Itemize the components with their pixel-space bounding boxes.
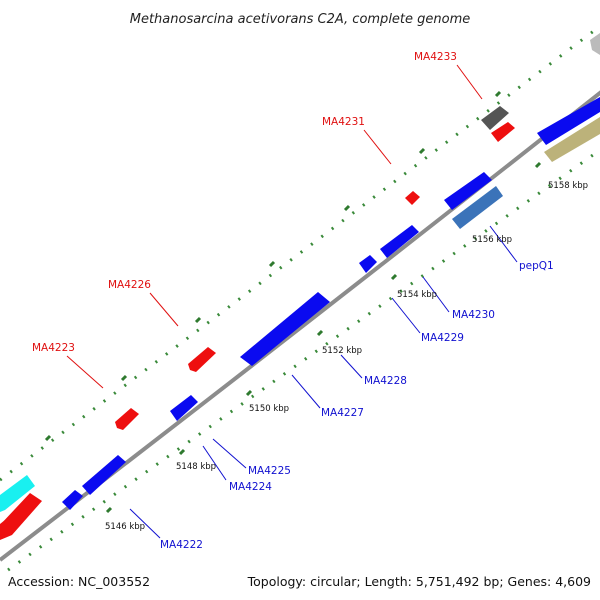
leader-pepq1 [489, 225, 518, 263]
major-tick [494, 90, 502, 98]
leader-ma4231 [363, 129, 392, 165]
gene-label-ma4228: MA4228 [364, 375, 407, 387]
major-tick [390, 273, 398, 281]
leader-ma4223 [66, 355, 104, 389]
tick-label-5158: 5158 kbp [548, 181, 588, 191]
major-tick [120, 374, 128, 382]
leader-ma4230 [422, 276, 450, 313]
gene-feature-ma4222 [62, 490, 83, 510]
leader-ma4225 [212, 438, 247, 469]
genome-summary-text: Topology: circular; Length: 5,751,492 bp… [247, 574, 591, 589]
gene-label-ma4227: MA4227 [321, 407, 364, 419]
gene-label-ma4222: MA4222 [160, 539, 203, 551]
gene-feature-ma4226 [188, 347, 216, 372]
leader-ma4226 [149, 292, 179, 327]
gene-label-pepq1: pepQ1 [519, 260, 554, 272]
major-tick [44, 434, 52, 442]
gene-feature-left-red [0, 493, 42, 540]
gene-feature-top-grey [590, 33, 600, 55]
outer-tick-row [0, 28, 596, 482]
gene-feature-ma4225 [170, 395, 198, 421]
leader-ma4227 [291, 374, 321, 409]
tick-labels: 5146 kbp 5148 kbp 5150 kbp 5152 kbp 5154… [105, 181, 588, 532]
gene-label-ma4225: MA4225 [248, 465, 291, 477]
tick-label-5148: 5148 kbp [176, 462, 216, 472]
major-tick [245, 389, 253, 397]
genome-backbone [0, 90, 600, 562]
leader-ma4224 [202, 445, 227, 481]
label-leaders [66, 64, 518, 539]
gene-feature-ma4227 [240, 292, 330, 366]
major-tick [418, 147, 426, 155]
gene-feature-right-blue [537, 97, 600, 145]
gene-label-ma4229: MA4229 [421, 332, 464, 344]
major-tick [105, 506, 113, 514]
gene-feature-left-cyan [0, 475, 35, 512]
forward-strand-features [62, 33, 600, 510]
inner-tick-row [7, 148, 600, 572]
tick-label-5154: 5154 kbp [397, 290, 437, 300]
gene-label-ma4233: MA4233 [414, 51, 457, 63]
tick-label-5156: 5156 kbp [472, 235, 512, 245]
gene-feature-right-olive [544, 117, 600, 162]
major-tick [178, 448, 186, 456]
major-ticks [44, 90, 542, 514]
gene-feature-ma4223 [115, 408, 139, 430]
gene-feature-ma4233-grey [481, 106, 509, 130]
gene-feature-ma4224 [82, 455, 126, 495]
gene-label-ma4223: MA4223 [32, 342, 75, 354]
gene-feature-ma4233-red [491, 122, 515, 142]
gene-label-ma4226: MA4226 [108, 279, 151, 291]
map-title: Methanosarcina acetivorans C2A, complete… [130, 12, 471, 27]
major-tick [268, 260, 276, 268]
major-tick [343, 204, 351, 212]
reverse-strand-features [0, 106, 515, 540]
tick-label-5152: 5152 kbp [322, 346, 362, 356]
major-tick [194, 316, 202, 324]
gene-label-ma4230: MA4230 [452, 309, 495, 321]
gene-feature-ma4228 [359, 255, 377, 273]
gene-label-ma4224: MA4224 [229, 481, 272, 493]
leader-ma4233 [456, 64, 483, 100]
gene-feature-edge-red [0, 520, 5, 536]
gene-label-ma4231: MA4231 [322, 116, 365, 128]
gene-feature-ma4231 [405, 191, 420, 205]
tick-label-5150: 5150 kbp [249, 404, 289, 414]
gene-feature-pepq1 [452, 186, 503, 229]
major-tick [316, 329, 324, 337]
major-tick [534, 161, 542, 169]
leader-ma4222 [129, 508, 161, 539]
gene-feature-ma4229 [380, 225, 419, 258]
gene-feature-ma4230 [444, 172, 492, 210]
gene-labels: MA4222 MA4223 MA4224 MA4225 MA4226 MA422… [32, 51, 554, 551]
leader-ma4229 [391, 297, 421, 334]
tick-label-5146: 5146 kbp [105, 522, 145, 532]
leader-ma4228 [340, 354, 363, 379]
accession-text: Accession: NC_003552 [8, 574, 150, 589]
